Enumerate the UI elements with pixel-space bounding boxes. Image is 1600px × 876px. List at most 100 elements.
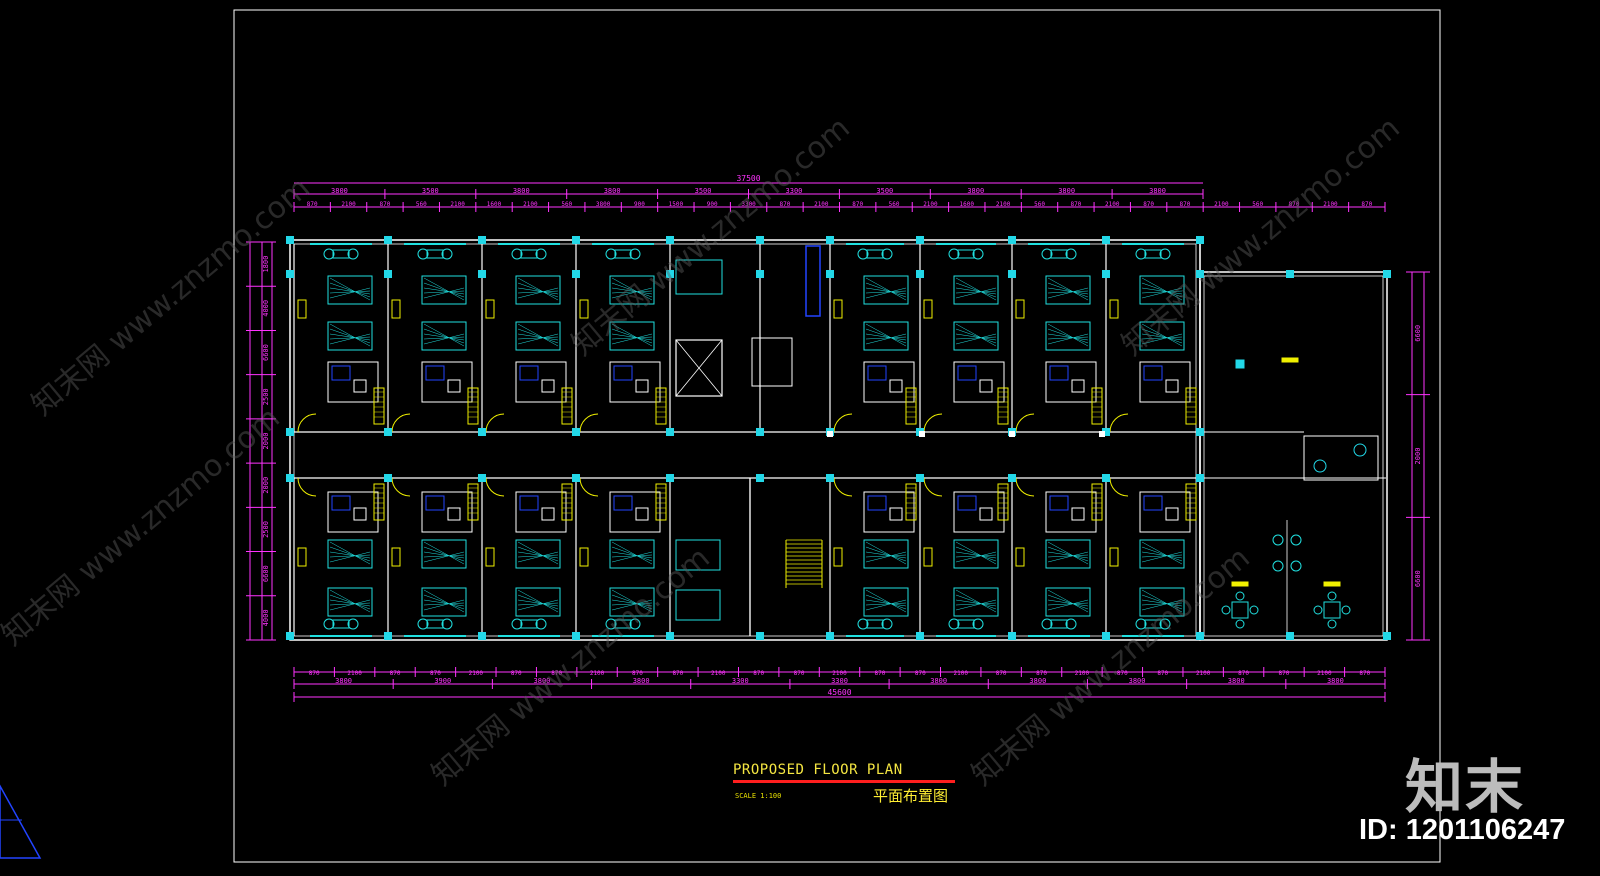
bed-hatch: [865, 551, 907, 559]
chair: [1041, 618, 1053, 630]
dining-chair: [1327, 619, 1337, 629]
wardrobe: [905, 483, 917, 521]
side-table: [426, 619, 444, 629]
side-table: [1144, 249, 1162, 259]
bed-hatch: [611, 287, 653, 299]
bed-hatch: [611, 282, 653, 298]
dim-top-row2-label: 1600: [960, 201, 975, 208]
nightstand: [391, 299, 401, 319]
shower: [519, 495, 539, 511]
side-table: [866, 619, 884, 629]
chair: [1135, 248, 1147, 260]
bed-hatch: [1047, 599, 1089, 611]
bed-hatch: [423, 551, 465, 559]
dim-left-label: 6600: [262, 565, 270, 582]
nightstand: [923, 547, 933, 567]
column: [1196, 632, 1204, 640]
shower: [1049, 495, 1069, 511]
bed: [327, 539, 373, 569]
shower: [425, 495, 445, 511]
dim-top-row2-label: 1500: [669, 201, 684, 208]
column: [756, 474, 764, 482]
bed-hatch: [1047, 282, 1089, 298]
column: [916, 474, 924, 482]
bed-hatch: [1047, 541, 1089, 565]
dim-bottom-row2-label: 3300: [831, 677, 848, 685]
bed: [1139, 539, 1185, 569]
bed-hatch: [329, 282, 371, 298]
dim-bottom-row1-label: 870: [1279, 670, 1290, 677]
corridor-marker: [1009, 431, 1015, 437]
bed: [863, 321, 909, 351]
toilet: [635, 507, 649, 521]
door-swing: [1015, 477, 1035, 497]
side-table: [614, 249, 632, 259]
column: [1286, 632, 1294, 640]
dim-bottom-row2-label: 3800: [534, 677, 551, 685]
dim-bottom-row1-label: 870: [1117, 670, 1128, 677]
column: [826, 236, 834, 244]
wing-label-bar: [1231, 581, 1249, 587]
bathroom: [953, 361, 1005, 403]
bed-hatch: [1141, 541, 1183, 565]
bed-hatch: [423, 599, 465, 611]
chair: [511, 618, 523, 630]
shower: [1143, 365, 1163, 381]
bed-hatch: [955, 333, 997, 341]
dim-top-row1-label: 3500: [876, 187, 893, 195]
chair: [629, 248, 641, 260]
bed-hatch: [955, 333, 997, 345]
nightstand: [833, 299, 843, 319]
door-swing: [833, 413, 853, 433]
bed-hatch: [611, 589, 653, 613]
bed-hatch: [517, 323, 559, 347]
wardrobe: [1185, 387, 1197, 425]
bed-hatch: [955, 554, 997, 558]
wardrobe: [467, 387, 479, 425]
side-table: [957, 619, 975, 629]
column: [384, 474, 392, 482]
dining-chair: [1341, 605, 1351, 615]
door-swing: [1109, 413, 1129, 433]
bathroom: [1045, 491, 1097, 533]
elevator-shaft: [675, 339, 723, 397]
column: [1102, 474, 1110, 482]
bed-hatch: [1141, 287, 1183, 299]
dim-top-row2-label: 3800: [596, 201, 611, 208]
shower: [1143, 495, 1163, 511]
bed-hatch: [955, 328, 997, 344]
bed-hatch: [955, 594, 997, 610]
toilet: [635, 379, 649, 393]
chair: [605, 618, 617, 630]
dim-bottom-row1-label: 870: [551, 670, 562, 677]
bed-hatch: [611, 328, 653, 344]
dim-top-row2-label: 2100: [923, 201, 938, 208]
bed-hatch: [329, 551, 371, 559]
bed-hatch: [865, 277, 907, 301]
bed-hatch: [611, 546, 653, 562]
column: [756, 632, 764, 640]
dim-top-row2-label: 870: [1180, 201, 1191, 208]
bed-hatch: [865, 328, 907, 344]
dim-right-label: 2000: [1414, 448, 1422, 465]
dim-top-row2-label: 560: [561, 201, 572, 208]
bed-hatch: [329, 554, 371, 558]
dim-top-row2-label: 560: [1034, 201, 1045, 208]
nightstand: [1015, 299, 1025, 319]
column: [1383, 270, 1391, 278]
booth-seat: [1290, 560, 1302, 572]
bed-hatch: [517, 551, 559, 563]
toilet: [353, 507, 367, 521]
bed-hatch: [1047, 589, 1089, 613]
bed-hatch: [955, 551, 997, 559]
bathroom: [1139, 491, 1191, 533]
bed-hatch: [423, 328, 465, 344]
bed-hatch: [423, 282, 465, 298]
dim-top-row2-label: 2100: [996, 201, 1011, 208]
toilet: [889, 379, 903, 393]
chair: [1135, 618, 1147, 630]
dining-table: [1231, 601, 1249, 619]
bed-hatch: [517, 554, 559, 558]
door-swing: [1109, 477, 1129, 497]
